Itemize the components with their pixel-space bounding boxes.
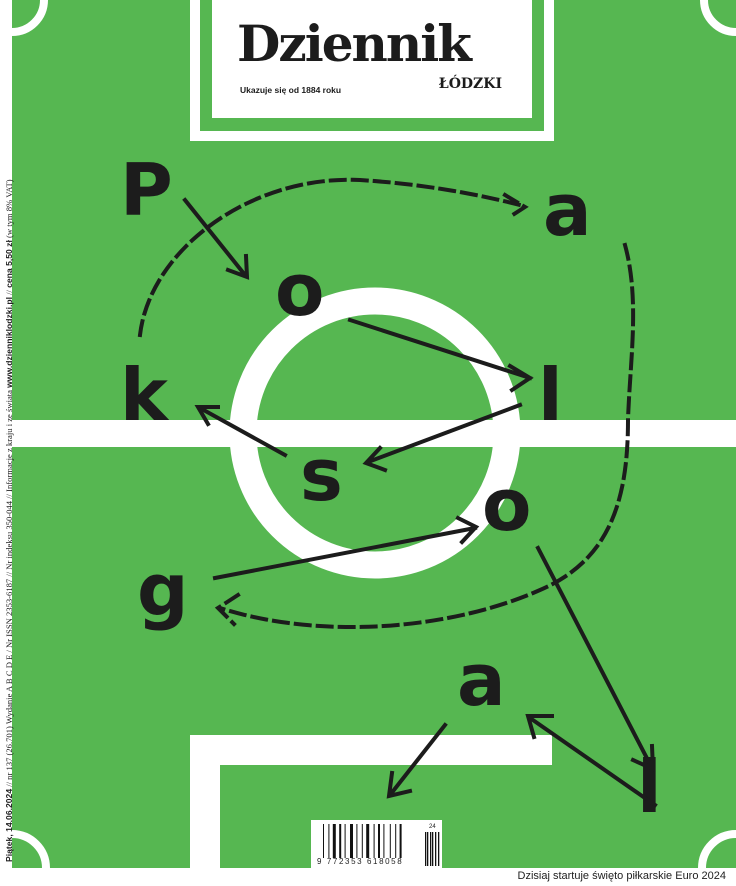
newspaper-logo: Dziennik (237, 14, 472, 73)
barcode-addon-bar (427, 832, 429, 866)
barcode-addon-bar (430, 832, 432, 866)
headline-letter: a (543, 168, 592, 252)
corner-arc (700, 0, 736, 36)
barcode-addon-bar (425, 832, 427, 866)
headline-letter: l (637, 745, 662, 829)
headline-letter: P (120, 148, 173, 232)
barcode-bar (323, 824, 324, 858)
website-link[interactable]: www.dzienniklodzki.pl (4, 296, 14, 388)
headline-letter: g (137, 548, 189, 632)
issue-info: // nr 137 (26.701) Wydanie A B C D E / N… (4, 387, 14, 789)
barcode-addon-bar (435, 832, 437, 866)
halfway-line (12, 420, 736, 447)
barcode-number: 9 772353 618058 (317, 857, 404, 866)
masthead: Dziennik ŁÓDZKI Ukazuje się od 1884 roku (223, 8, 520, 109)
headline-letter: o (275, 248, 324, 332)
headline-letter: l (538, 353, 563, 437)
barcode-bar (328, 824, 330, 858)
headline-letter: k (120, 353, 170, 437)
issue-date: Piątek, 14.06.2024 (4, 788, 14, 862)
barcode-bar (399, 824, 402, 858)
separator: // (4, 287, 14, 297)
price: cena 5,50 zł (4, 240, 14, 288)
barcode-bars (323, 824, 440, 866)
barcode-bar (395, 824, 397, 858)
headline-letter: a (457, 638, 506, 722)
barcode-addon-bar (432, 832, 434, 866)
barcode-bar (373, 824, 375, 858)
tagline: Dzisiaj startuje święto piłkarskie Euro … (517, 870, 726, 882)
barcode-bar (344, 824, 346, 858)
barcode-bar (389, 824, 391, 858)
barcode-bar (383, 824, 385, 858)
barcode-bar (356, 824, 358, 858)
corner-arc (698, 830, 736, 869)
corner-arc (11, 830, 50, 869)
newspaper-logo-subtitle: ŁÓDZKI (438, 76, 502, 92)
barcode-bar (339, 824, 342, 858)
barcode-bar (350, 824, 353, 858)
barcode-bar (332, 824, 336, 858)
barcode-bar (361, 824, 363, 858)
vat-note: (w tym 8% VAT) (4, 179, 14, 241)
barcode-addon: 24 (429, 824, 436, 830)
corner-arc (11, 0, 48, 36)
barcode-bar (378, 824, 380, 858)
headline-letter: o (482, 463, 531, 547)
spine-info: Piątek, 14.06.2024 // nr 137 (26.701) Wy… (4, 2, 14, 862)
barcode: 9 772353 618058 24 (311, 820, 442, 868)
since-line: Ukazuje się od 1884 roku (240, 85, 342, 95)
play-arrows (137, 177, 658, 808)
barcode-addon-bar (438, 832, 440, 866)
headline-letter: s (300, 433, 343, 517)
barcode-bar (366, 824, 370, 858)
